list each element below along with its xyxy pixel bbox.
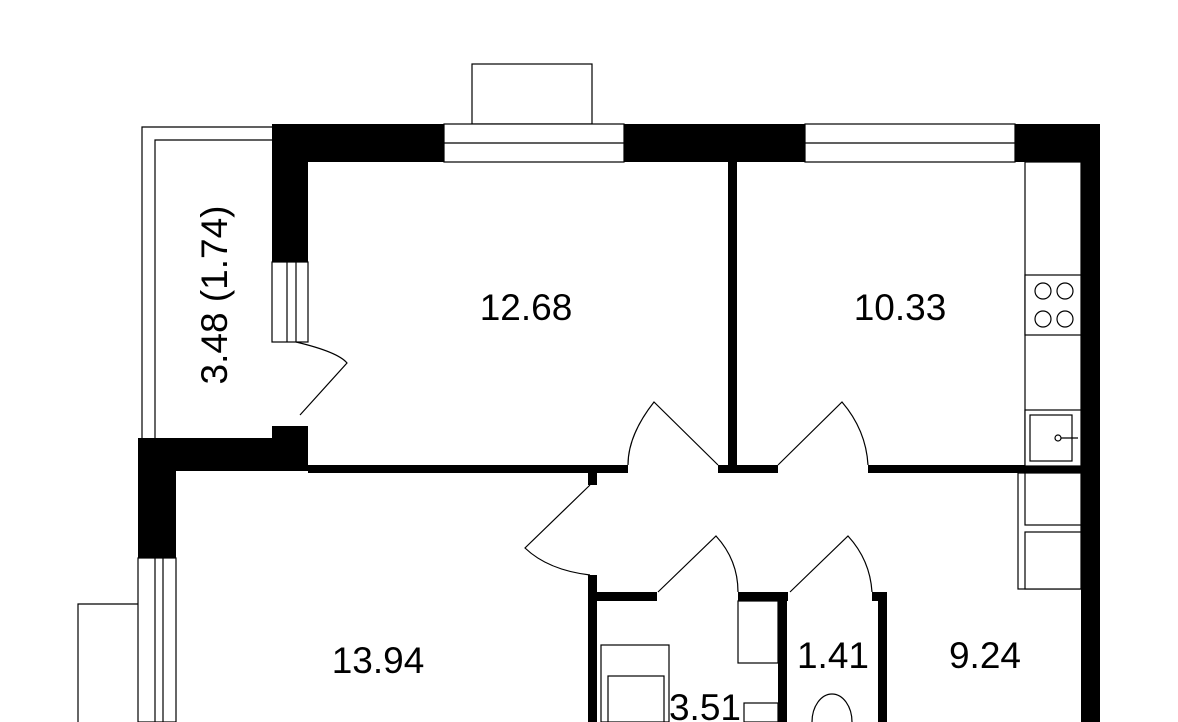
bottom-left-ledge (77, 603, 138, 722)
room-area-toilet: 1.41 (797, 635, 869, 676)
kitchen-counter (1024, 161, 1082, 467)
room-area-bedroom: 12.68 (480, 287, 573, 328)
top-ledge (471, 63, 593, 125)
interior-walls (308, 162, 1081, 722)
room-area-hall: 9.24 (949, 635, 1021, 676)
room-area-kitchen: 10.33 (854, 287, 947, 328)
balcony-outline (141, 126, 272, 440)
exterior-walls (138, 124, 1100, 722)
doors (295, 341, 873, 593)
room-area-balcony: 3.48 (1.74) (194, 206, 235, 385)
bath-fixtures (600, 600, 779, 722)
hall-cabinets (1017, 472, 1082, 590)
room-area-living: 13.94 (332, 640, 425, 681)
room-area-bathroom: 3.51 (669, 687, 741, 722)
windows (137, 123, 1016, 722)
toilet-bowl (811, 693, 853, 722)
